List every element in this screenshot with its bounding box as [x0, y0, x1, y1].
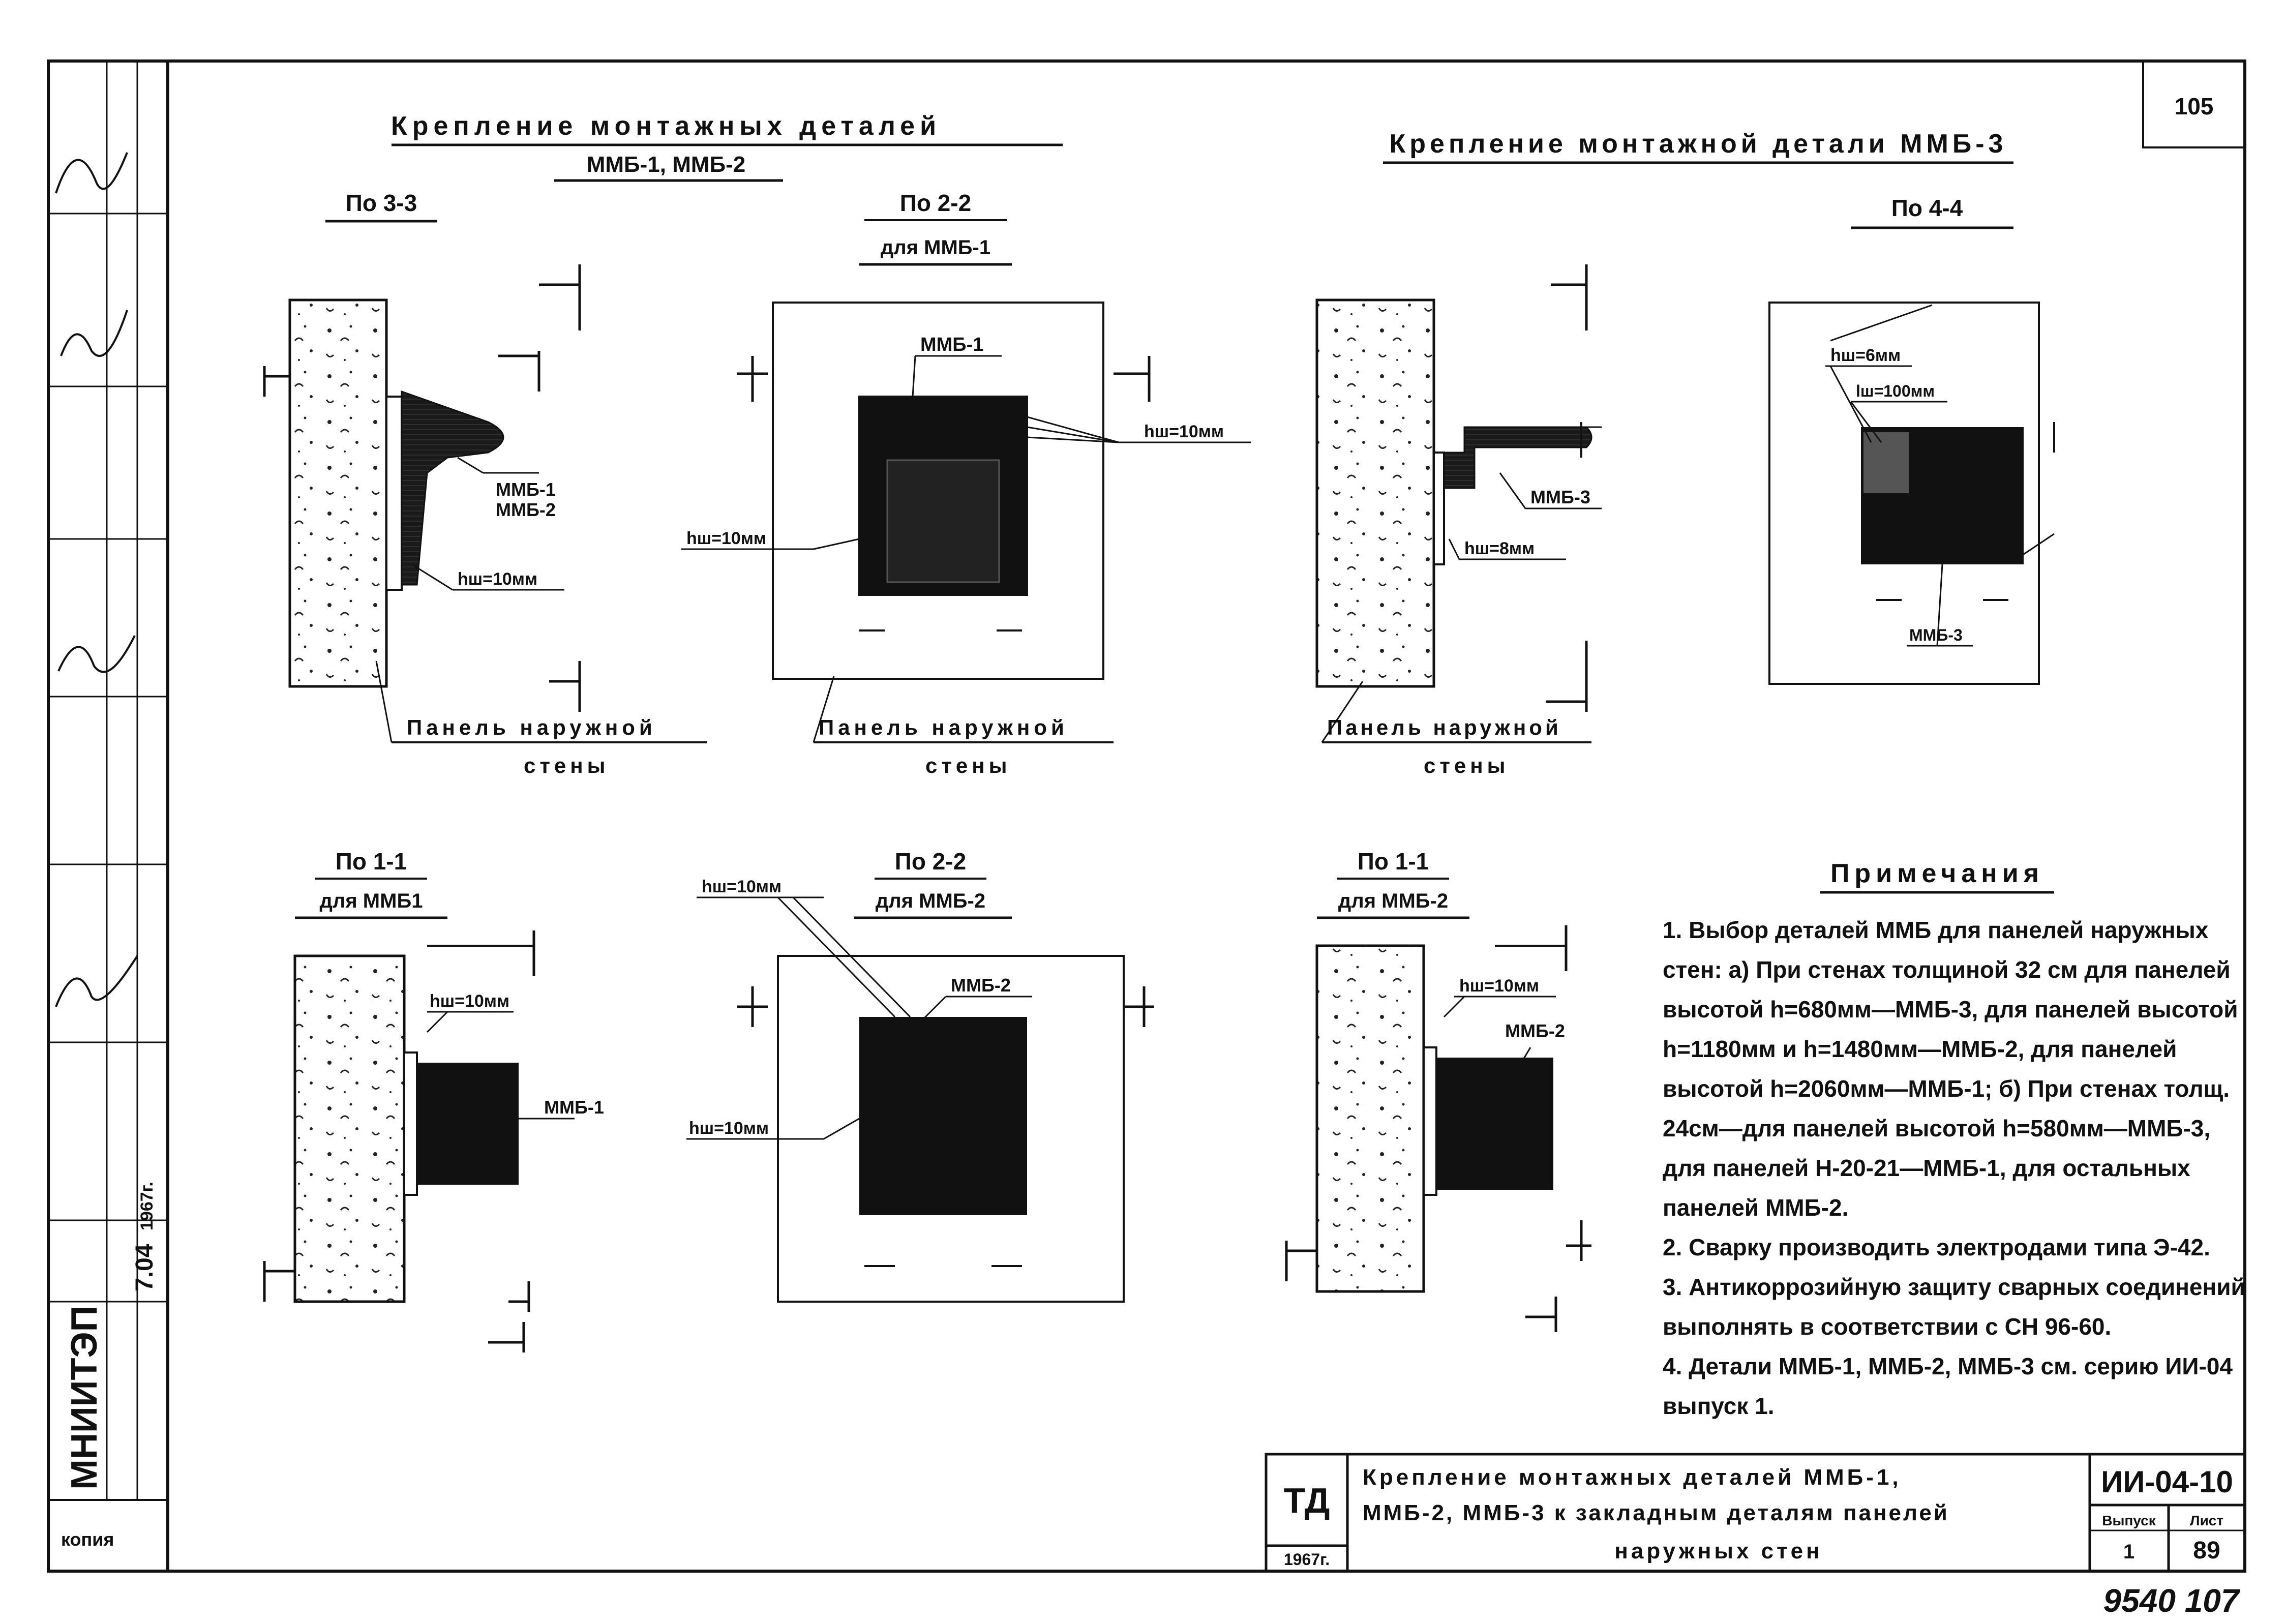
label-len100: lш=100мм [1856, 382, 1935, 400]
view-4-4: hш=6мм lш=100мм ММБ-3 [1768, 302, 2055, 685]
left-stamp-table [48, 61, 168, 1500]
view-1-1b-sub: для ММБ-2 [1338, 890, 1448, 912]
titleblock-line3: наружных стен [1614, 1539, 1822, 1563]
view-1-2-sub: для ММБ-2 [876, 890, 985, 912]
series-code: ИИ-04-10 [2101, 1465, 2233, 1499]
view-4-4-title: По 4-4 [1891, 195, 1963, 221]
label-mmb2-2-2: ММБ-2 [951, 975, 1011, 996]
panel-label-2b: стены [925, 754, 1011, 777]
label-mmb3-4-4: ММБ-3 [1909, 626, 1963, 644]
view-1-2-title: По 2-2 [895, 848, 966, 875]
code-label: 7.04 [131, 1244, 158, 1291]
plate-mmb2-1-1 [1436, 1058, 1553, 1190]
note-1: 1. Выбор деталей ММБ для панелей наружны… [1663, 917, 2238, 1221]
plate-mmb2-2-2 [859, 1017, 1027, 1215]
outer-frame [47, 59, 2246, 1573]
stamp-extra: копия [61, 1529, 114, 1550]
view-2-2-mmb1: ММБ-1 hш=10мм hш=10мм Панель наружной ст… [681, 302, 1251, 777]
view-2-2-title: По 2-2 [900, 190, 971, 216]
notes-title: Примечания [1830, 859, 2044, 888]
page-number-box [2142, 60, 2246, 148]
panel-label-1: Панель наружной [407, 715, 656, 739]
wall-panel-3-3 [288, 298, 388, 688]
wall-panel-1-1a [293, 954, 406, 1303]
mmb-bracket-3-3 [401, 390, 504, 586]
issue-value: 1 [2123, 1541, 2134, 1563]
view-2-2-mmb2: hш=10мм ММБ-2 hш=10мм [686, 877, 1154, 1303]
view-3-3-title: По 3-3 [346, 190, 417, 216]
label-weld10-2-2d: hш=10мм [689, 1119, 769, 1138]
title-left-sub: ММБ-1, ММБ-2 [587, 152, 746, 177]
label-weld10-1-1a: hш=10мм [430, 991, 509, 1011]
view-1-1a-sub: для ММБ1 [320, 890, 423, 912]
plate-mmb1-1-1 [417, 1063, 519, 1185]
view-1-1-mmb1: hш=10мм ММБ-1 [263, 930, 604, 1352]
label-mmb3-side: ММБ-3 [1530, 487, 1590, 507]
org-label: МНИИТЭП [64, 1306, 105, 1490]
titleblock-line2: ММБ-2, ММБ-3 к закладным деталям панелей [1363, 1500, 1949, 1525]
td-year: 1967г. [1284, 1550, 1330, 1569]
sheet-label: Лист [2190, 1513, 2223, 1528]
label-mmb12-b: ММБ-2 [496, 499, 556, 520]
note-2: 2. Сварку производить электродами типа Э… [1663, 1234, 2210, 1260]
label-mmb12-a: ММБ-1 [496, 479, 556, 500]
label-weld10-1-1b: hш=10мм [1459, 976, 1539, 996]
mmb3-angle [1443, 426, 1592, 489]
archive-stamp: 9540 107 [2103, 1582, 2241, 1619]
label-weld6: hш=6мм [1830, 346, 1901, 365]
label-weld10-3-3: hш=10мм [458, 569, 537, 589]
title-right: Крепление монтажной детали ММБ-3 [1390, 129, 2007, 159]
view-1-1b-title: По 1-1 [1358, 848, 1429, 875]
title-block [1265, 1453, 2246, 1573]
label-weld10-2-2a: hш=10мм [1144, 422, 1224, 441]
panel-label-2: Панель наружной [819, 715, 1068, 739]
code-year: 1967г. [137, 1182, 157, 1230]
page-number: 105 [2175, 93, 2214, 119]
view-1-1a-title: По 1-1 [336, 848, 407, 875]
panel-label-3: Панель наружной [1327, 715, 1561, 739]
panel-label-3b: стены [1424, 754, 1510, 777]
view-3-3: ММБ-1 ММБ-2 hш=10мм Панель наружной стен… [263, 264, 707, 777]
label-weld10-2-2b: hш=10мм [686, 529, 766, 548]
note-4: 4. Детали ММБ-1, ММБ-2, ММБ-3 см. серию … [1663, 1353, 2233, 1419]
embedded-plate-3-3 [385, 396, 403, 591]
wall-panel-1-1b [1315, 944, 1425, 1293]
label-mmb1-1-1: ММБ-1 [544, 1097, 604, 1118]
view-mmb3-side: ММБ-3 hш=8мм Панель наружной стены [1315, 264, 1602, 777]
label-mmb2-1-1: ММБ-2 [1505, 1020, 1565, 1041]
view-2-2-sub: для ММБ-1 [881, 236, 990, 259]
label-weld10-2-2c: hш=10мм [702, 877, 781, 896]
note-3: 3. Антикоррозийную защиту сварных соедин… [1663, 1274, 2245, 1340]
view-1-1-mmb2: hш=10мм ММБ-2 [1285, 925, 1591, 1332]
label-weld8: hш=8мм [1464, 539, 1535, 558]
wall-panel-mmb3 [1315, 298, 1435, 688]
issue-label: Выпуск [2102, 1513, 2156, 1528]
notes-list: 1. Выбор деталей ММБ для панелей наружны… [1663, 910, 2247, 1426]
titleblock-line1: Крепление монтажных деталей ММБ-1, [1363, 1465, 1902, 1490]
sheet-value: 89 [2193, 1537, 2220, 1564]
title-left: Крепление монтажных деталей [391, 111, 941, 141]
panel-label-1b: стены [524, 754, 610, 777]
td-label: ТД [1284, 1481, 1330, 1520]
label-mmb1-2-2: ММБ-1 [920, 334, 983, 355]
